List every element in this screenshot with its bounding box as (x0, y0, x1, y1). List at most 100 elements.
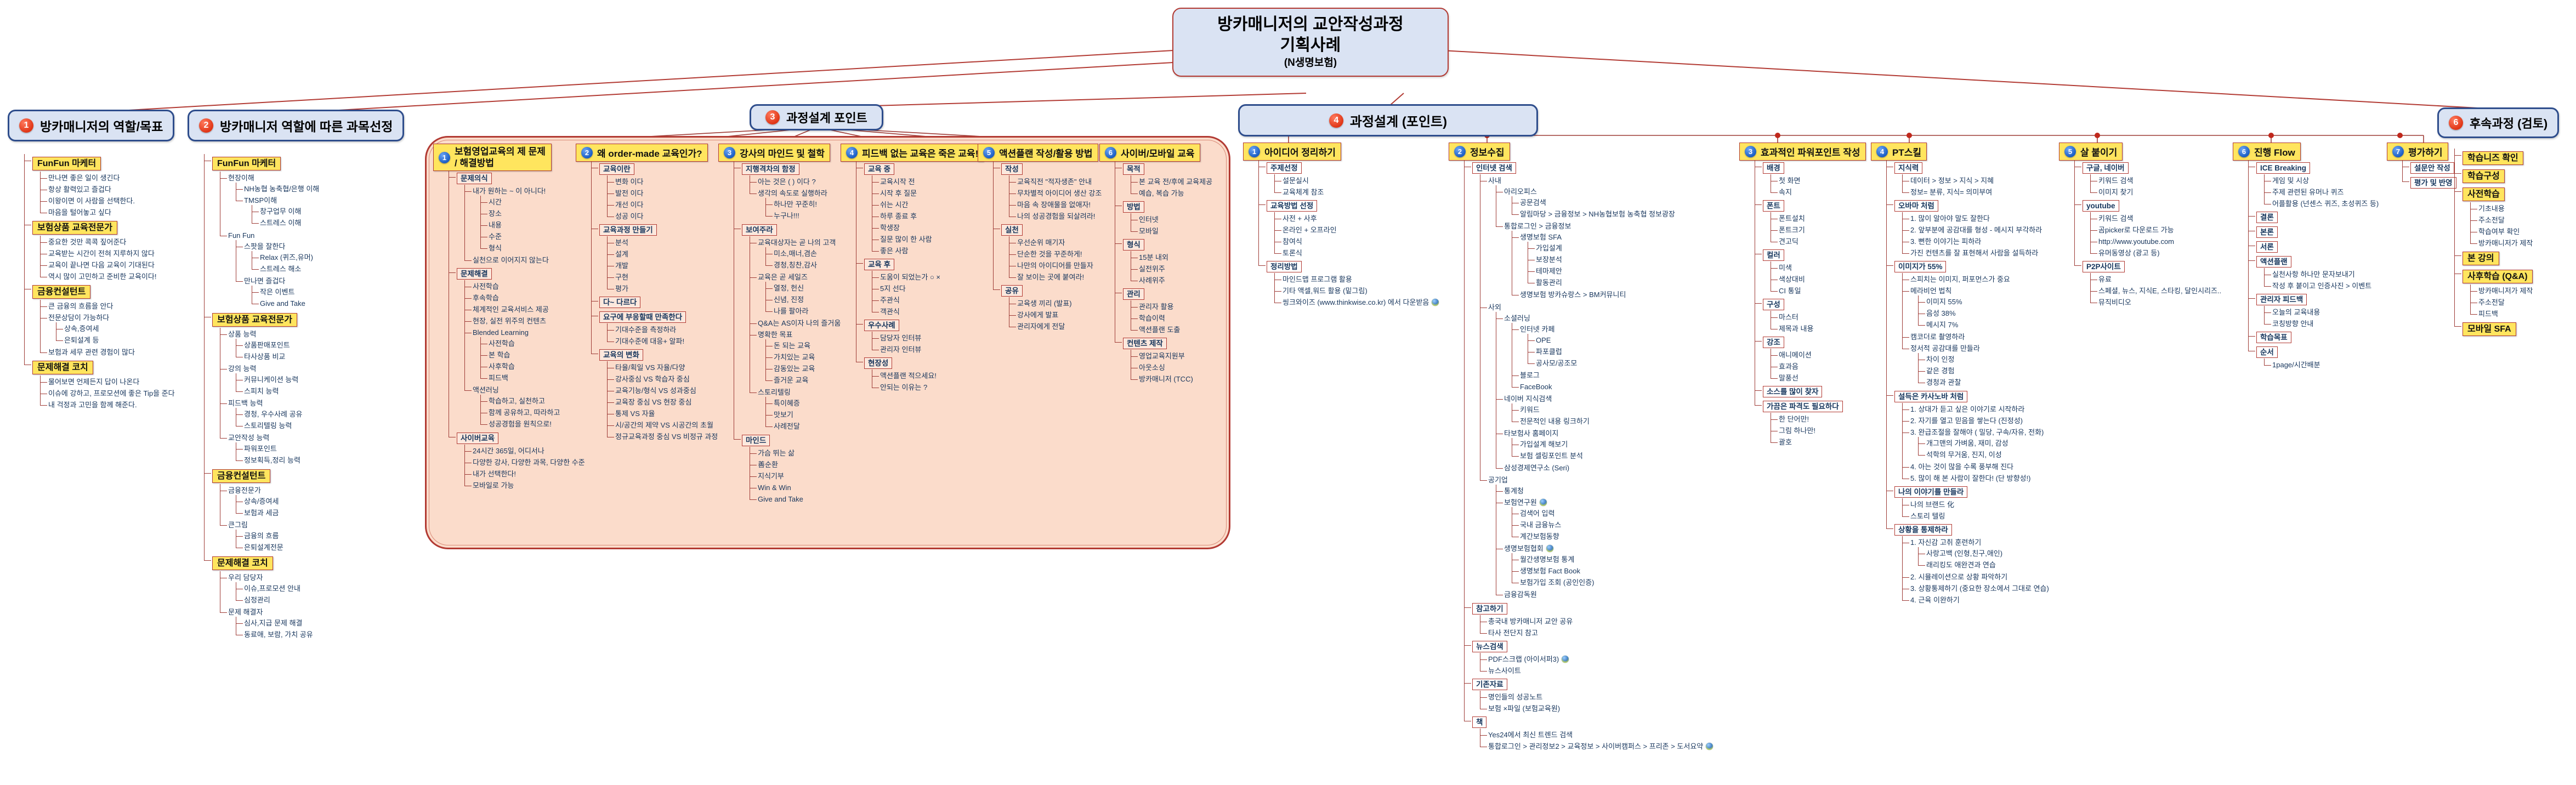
node-label[interactable]: Fun Fun (228, 231, 255, 240)
node-label[interactable]: 1. 자신감 고취 훈련하기 (1910, 538, 1982, 547)
node-label[interactable]: 오바마 처럼 (1894, 200, 1938, 212)
node-label[interactable]: 월간생명보험 통계 (1520, 555, 1575, 564)
node-label[interactable]: 명인들의 성공노트 (1488, 693, 1543, 701)
node-label[interactable]: 나의 이야기를 만들라 (1894, 486, 1968, 498)
node-label[interactable]: 체계적인 교육서비스 제공 (473, 305, 549, 314)
node-label[interactable]: 사전학습 (489, 339, 515, 348)
node-label[interactable]: 금융전문가 (228, 486, 261, 494)
node-label[interactable]: 스트레스 해소 (260, 265, 302, 273)
node-label[interactable]: 한 단어만! (1779, 415, 1809, 423)
node-label[interactable]: 마스터 (1779, 313, 1798, 321)
node-label[interactable]: 보험가입 조회 (공인인증) (1520, 578, 1595, 587)
node-label[interactable]: Win & Win (758, 483, 791, 492)
node-label[interactable]: 가끔은 파격도 필요하다 (1763, 401, 1843, 412)
cloud-section-header-cyber-mobile[interactable]: 6 사이버/모바일 교육 (1099, 144, 1200, 162)
node-label[interactable]: 4. 아는 것이 많을 수록 풍부해 진다 (1910, 463, 2013, 471)
section-header-idea-organize[interactable]: 1 아이디어 정리하기 (1243, 143, 1341, 161)
node-label[interactable]: 문제해결 코치 (212, 556, 273, 570)
node-label[interactable]: 관리자 인터뷰 (880, 345, 922, 354)
node-label[interactable]: 인터넷 카페 (1520, 325, 1555, 333)
node-label[interactable]: 금융의 흐름 (244, 532, 279, 540)
node-label[interactable]: 공유 (1001, 285, 1023, 297)
node-label[interactable]: FaceBook (1520, 383, 1552, 391)
node-label[interactable]: 발전 이다 (615, 189, 644, 197)
node-label[interactable]: 속지 (1779, 188, 1792, 196)
node-label[interactable]: 누구나!!! (774, 212, 799, 220)
node-label[interactable]: 강사에게 발표 (1017, 311, 1059, 319)
node-label[interactable]: 수준 (489, 232, 502, 241)
node-label[interactable]: 곰picker로 다운로드 가능 (2098, 226, 2174, 234)
node-label[interactable]: 말풍선 (1779, 374, 1798, 382)
node-label[interactable]: 주제선정 (1267, 162, 1302, 174)
node-label[interactable]: 감동있는 교육 (774, 365, 815, 373)
node-label[interactable]: 커뮤니케이션 능력 (244, 376, 299, 384)
node-label[interactable]: 문제 해결자 (228, 608, 263, 616)
node-label[interactable]: 검색어 입력 (1520, 509, 1555, 517)
node-label[interactable]: 평가 및 반영 (2410, 177, 2456, 189)
node-label[interactable]: 금융컨설턴트 (32, 285, 91, 299)
node-label[interactable]: 인터넷 검색 (1472, 162, 1516, 174)
node-label[interactable]: 심정관리 (244, 596, 270, 604)
node-label[interactable]: 스토리텔링 (758, 388, 791, 396)
node-label[interactable]: 주소전달 (2478, 298, 2505, 306)
node-label[interactable]: Relax (퀴즈,유머) (260, 253, 313, 261)
node-label[interactable]: 결론 (2256, 212, 2278, 223)
node-label[interactable]: 구성 (1763, 299, 1784, 310)
node-label[interactable]: 상품판매포인트 (244, 341, 290, 349)
node-label[interactable]: 이미지 55% (1926, 298, 1962, 306)
node-label[interactable]: 15분 내외 (1139, 253, 1168, 261)
globe-hyperlink-icon[interactable] (1562, 656, 1569, 663)
section-header-fleshing-out[interactable]: 5 살 붙이기 (2059, 143, 2123, 161)
node-label[interactable]: 교육방법 선정 (1267, 200, 1318, 212)
node-label[interactable]: 물어보면 언제든지 답이 나온다 (48, 378, 140, 386)
globe-hyperlink-icon[interactable] (1432, 299, 1439, 306)
node-label[interactable]: 실천으로 이어지지 않는다 (473, 256, 549, 264)
node-label[interactable]: 액션플랜 도출 (1139, 326, 1181, 334)
node-label[interactable]: 교육기능/형식 VS 성과중심 (615, 386, 696, 395)
section-header-info-gathering[interactable]: 2 정보수집 (1449, 143, 1510, 161)
node-label[interactable]: 하루 종료 후 (880, 212, 917, 220)
node-label[interactable]: 상황을 통제하라 (1894, 524, 1952, 536)
node-label[interactable]: 보장분석 (1536, 255, 1562, 264)
node-label[interactable]: 통합로그인 > 금융정보 (1504, 222, 1571, 230)
node-label[interactable]: 차이 인정 (1926, 355, 1955, 363)
node-label[interactable]: 스피치 능력 (244, 387, 279, 395)
node-label[interactable]: 관리자 피드백 (2256, 294, 2307, 305)
node-label[interactable]: 5지 선다 (880, 285, 906, 293)
node-label[interactable]: 큰 금융의 흐름을 안다 (48, 302, 114, 310)
node-label[interactable]: 방카매니저 (TCC) (1139, 375, 1193, 383)
node-label[interactable]: 첫 화면 (1779, 177, 1801, 185)
node-label[interactable]: 아는 것은 ( ) 이다 ? (758, 178, 816, 186)
node-label[interactable]: 맛보기 (774, 411, 793, 419)
node-label[interactable]: 애니메이션 (1779, 351, 1812, 359)
node-label[interactable]: 이슈에 강하고, 프로모션에 좋은 Tip을 준다 (48, 389, 175, 397)
node-label[interactable]: 3. 완급조절을 잘해야 ( 밀당, 구속/자유, 전화) (1910, 428, 2044, 436)
node-label[interactable]: 공기업 (1488, 476, 1508, 484)
node-label[interactable]: FunFun 마케터 (212, 157, 281, 170)
node-label[interactable]: 효과음 (1779, 362, 1798, 371)
node-label[interactable]: 시간 (489, 198, 502, 206)
branch-header-followup-review[interactable]: 6 후속과정 (검토) (2437, 107, 2560, 138)
node-label[interactable]: 만나면 즐겁다 (244, 277, 286, 285)
node-label[interactable]: 지식기부 (758, 472, 784, 480)
node-label[interactable]: 정리방법 (1267, 261, 1302, 272)
node-label[interactable]: 설계 (615, 250, 628, 258)
node-label[interactable]: 미소,매너,겸손 (774, 249, 817, 258)
node-label[interactable]: 교육과정 만들기 (599, 224, 657, 236)
globe-hyperlink-icon[interactable] (1539, 499, 1547, 506)
node-label[interactable]: 이왕이면 이 사람을 선택한다. (48, 197, 135, 205)
node-label[interactable]: 보험과 세금 (244, 509, 279, 517)
node-label[interactable]: 학습목표 (2256, 332, 2291, 343)
node-label[interactable]: 영업교육지원부 (1139, 352, 1185, 360)
node-label[interactable]: 제목과 내용 (1779, 325, 1814, 333)
node-label[interactable]: 테마제안 (1536, 267, 1562, 275)
node-label[interactable]: 본 학습 (489, 351, 510, 359)
node-label[interactable]: 다양한 강사, 다양한 과목, 다양한 수준 (473, 458, 585, 467)
node-label[interactable]: 역시 많이 고민하고 준비한 교육이다! (48, 272, 157, 281)
node-label[interactable]: 사례위주 (1139, 276, 1165, 285)
node-label[interactable]: 작은 이벤트 (260, 288, 295, 296)
node-label[interactable]: 뮤직비디오 (2098, 298, 2131, 306)
cloud-section-header-problems[interactable]: 1 보험영업교육의 제 문제 / 해결방법 (433, 144, 552, 171)
globe-hyperlink-icon[interactable] (1706, 743, 1713, 750)
node-label[interactable]: Blended Learning (473, 328, 529, 337)
